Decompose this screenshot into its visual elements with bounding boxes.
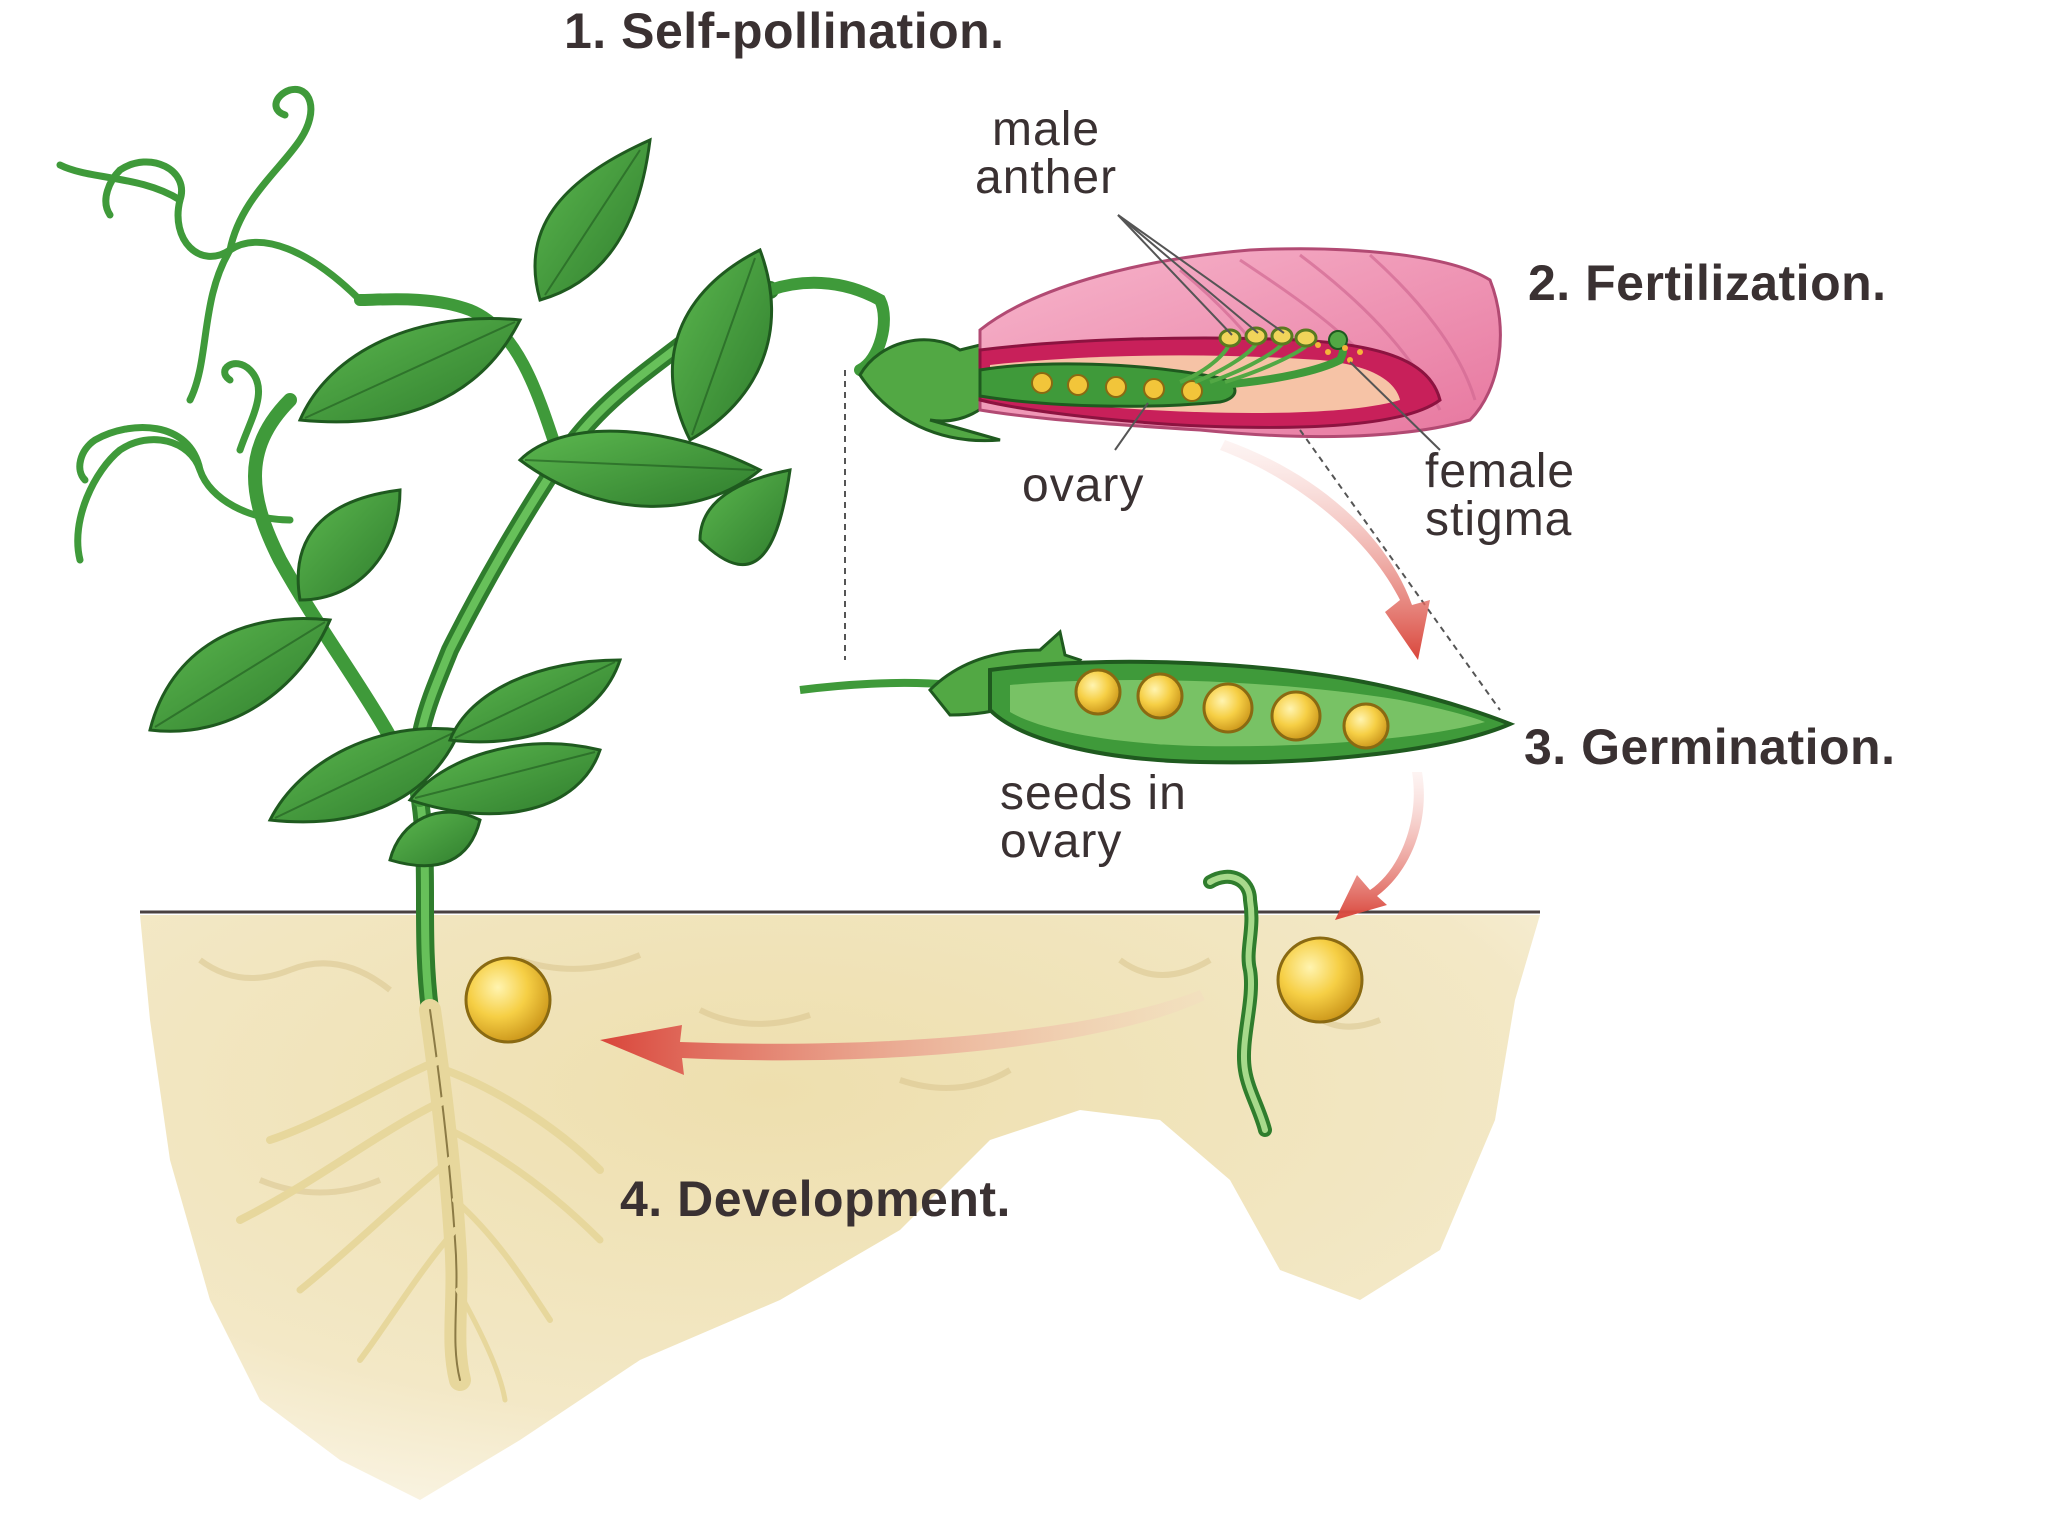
arrow-fertilization-to-germination [1220,440,1430,660]
petal-ridges [1179,253,1477,421]
stage-fertilization-label: 2. Fertilization. [1528,255,1887,311]
anther-label-line2: anther [975,151,1118,204]
ovules [1031,372,1203,402]
pea-pod [799,629,1516,765]
seed [1276,936,1364,1024]
anthers [1218,326,1318,348]
cycle-arrows [600,440,1430,1075]
seeds-label-line2: ovary [1000,815,1123,868]
pod-stem [799,678,951,694]
stigma-label: female stigma [1425,448,1575,544]
arrow-seedling-to-development [600,990,1205,1075]
ovary-label: ovary [1022,459,1145,512]
leaf [533,137,652,302]
seed [464,956,552,1044]
stigma-label-line1: female [1425,445,1576,498]
leaf [698,468,792,566]
pea-flower [858,247,1502,443]
stage-self-pollination-label: 1. Self-pollination. [564,3,1005,59]
leaf [517,429,763,508]
arrow-germination-to-seedling [1335,772,1424,920]
leaf [388,810,482,868]
leaf [296,488,402,602]
stigma-tip [1328,330,1348,350]
anther-label: male anther [975,106,1117,202]
stigma-label-line2: stigma [1425,493,1573,546]
germinating-seedling [1203,869,1364,1137]
tendrils [56,85,364,564]
seeds-in-ovary-label: seeds in ovary [1000,770,1187,866]
leaf [407,742,602,816]
anther-label-line1: male [992,103,1101,156]
stage-germination-label: 3. Germination. [1524,719,1896,775]
seeds-label-line1: seeds in [1000,767,1187,820]
leaf-veins [154,149,756,819]
peas [1074,668,1390,750]
stage-development-label: 4. Development. [620,1171,1011,1227]
pollen-grains [1315,342,1363,363]
leaves [148,137,792,868]
pointer-lines [844,214,1501,711]
leaf [670,247,774,443]
roots [236,999,604,1403]
